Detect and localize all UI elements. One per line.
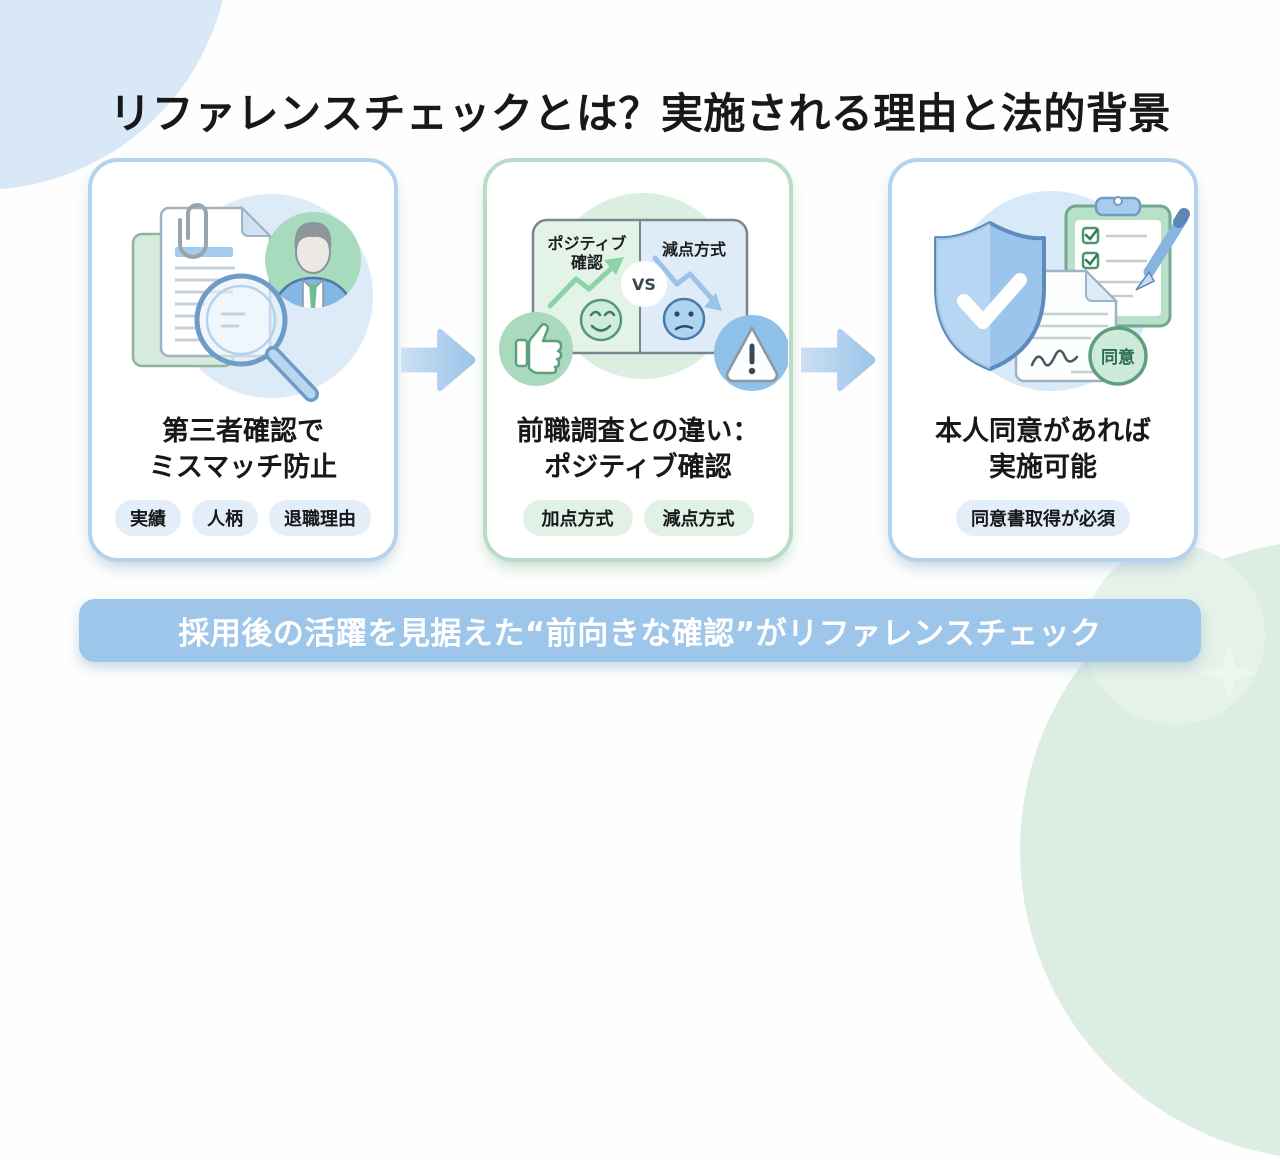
- card-heading-line2: ポジティブ確認: [544, 452, 732, 484]
- document-review-illustration: [131, 194, 373, 402]
- magnifier-icon: [194, 273, 319, 402]
- comparison-left-label-line1: ポジティブ: [547, 234, 626, 253]
- summary-banner-text: 採用後の活躍を見据えた“前向きな確認”がリファレンスチェック: [178, 616, 1102, 652]
- card-positive-check: ポジティブ 確認 減点方式: [483, 158, 793, 562]
- tag-pill: 人柄: [192, 500, 258, 536]
- card-heading-line2: 実施可能: [989, 452, 1097, 484]
- card-heading: 本人同意があれば 実施可能: [892, 414, 1194, 486]
- arrow-right-icon: [801, 328, 876, 392]
- card-heading: 第三者確認で ミスマッチ防止: [92, 414, 394, 486]
- comparison-left-label-line2: 確認: [571, 253, 603, 272]
- pen-icon: [1135, 208, 1190, 291]
- comparison-illustration: ポジティブ 確認 減点方式: [499, 193, 788, 391]
- card-third-party-check: 第三者確認で ミスマッチ防止 実績 人柄 退職理由: [88, 158, 398, 562]
- consent-badge-label: 同意: [1101, 347, 1135, 368]
- consent-badge: 同意: [1088, 326, 1148, 386]
- summary-banner: 採用後の活躍を見据えた“前向きな確認”がリファレンスチェック: [79, 599, 1201, 662]
- trend-down-icon: [652, 255, 722, 311]
- smiley-happy-icon: [579, 298, 623, 342]
- card-heading: 前職調査との違い： ポジティブ確認: [487, 414, 789, 486]
- tag-pill: 減点方式: [643, 500, 754, 536]
- arrow-right-icon: [401, 328, 476, 392]
- smiley-sad-icon: [662, 297, 706, 341]
- vs-label: VS: [632, 275, 656, 294]
- tag-row: 同意書取得が必須: [892, 500, 1194, 536]
- card-heading-line1: 前職調査との違い：: [516, 416, 760, 447]
- tag-row: 加点方式 減点方式: [487, 500, 789, 536]
- comparison-box: ポジティブ 確認 減点方式: [531, 218, 749, 355]
- tag-pill: 実績: [115, 500, 181, 536]
- comparison-right-label: 減点方式: [662, 240, 726, 259]
- tag-row: 実績 人柄 退職理由: [92, 500, 394, 536]
- trend-up-icon: [547, 257, 624, 309]
- consent-illustration: 同意: [934, 191, 1190, 391]
- page-title: リファレンスチェックとは？実施される理由と法的背景: [109, 89, 1171, 139]
- card-heading-line1: 第三者確認で: [162, 416, 324, 447]
- card-heading-line1: 本人同意があれば: [935, 416, 1151, 447]
- tag-pill: 加点方式: [522, 500, 633, 536]
- paperclip-icon: [178, 203, 208, 259]
- warning-icon: [714, 315, 788, 391]
- shield-check-icon: [934, 221, 1046, 371]
- card-consent-required: 同意 本人同意があれば 実施可能 同意書取得が必須: [888, 158, 1198, 562]
- tag-pill: 同意書取得が必須: [956, 500, 1130, 536]
- person-avatar-icon: [265, 212, 361, 308]
- tag-pill: 退職理由: [269, 500, 371, 536]
- vs-badge: VS: [621, 261, 667, 307]
- thumbs-up-icon: [499, 312, 573, 386]
- card-heading-line2: ミスマッチ防止: [148, 452, 338, 484]
